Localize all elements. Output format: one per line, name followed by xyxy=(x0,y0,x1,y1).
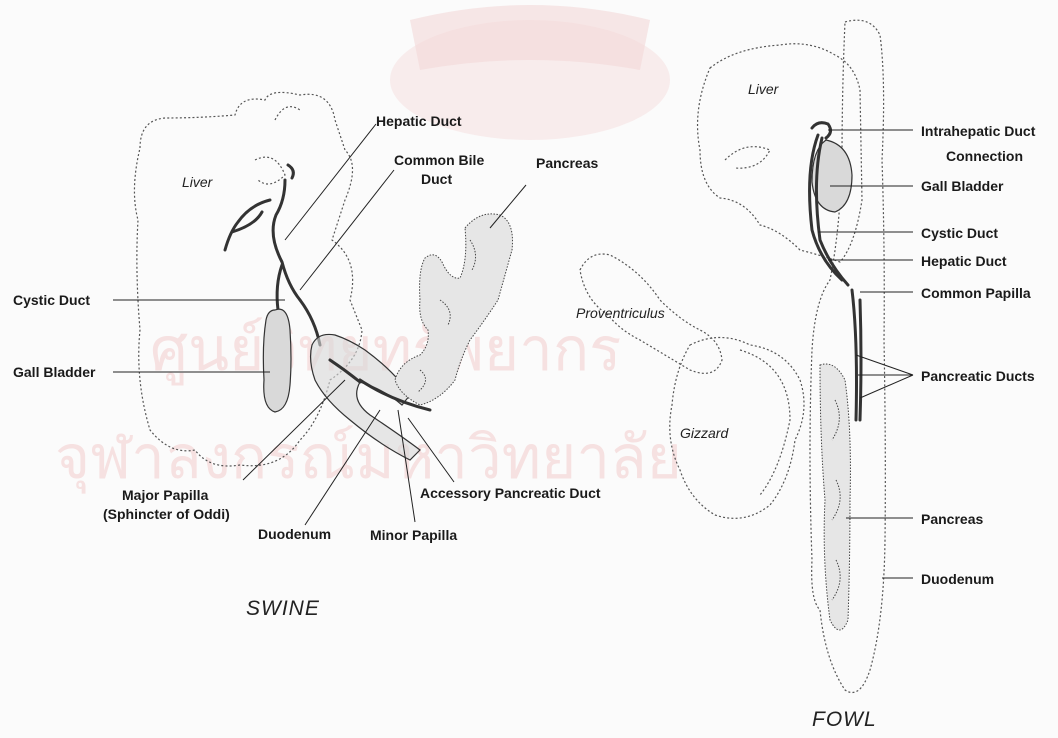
fowl-proventriculus-label: Proventriculus xyxy=(576,305,665,321)
swine-major-papilla-label-1: Major Papilla xyxy=(122,487,209,503)
swine-duodenum-label: Duodenum xyxy=(258,526,331,542)
fowl-gall-bladder-label: Gall Bladder xyxy=(921,178,1004,194)
fowl-common-papilla-label: Common Papilla xyxy=(921,285,1031,301)
swine-cystic-duct-label: Cystic Duct xyxy=(13,292,90,308)
swine-title: SWINE xyxy=(246,597,320,620)
swine-major-papilla-label-2: (Sphincter of Oddi) xyxy=(103,506,230,522)
fowl-duodenum-label: Duodenum xyxy=(921,571,994,587)
swine-hepatic-duct-label: Hepatic Duct xyxy=(376,113,462,129)
swine-minor-papilla-label: Minor Papilla xyxy=(370,527,457,543)
fowl-intrahepatic-label-1: Intrahepatic Duct xyxy=(921,123,1036,139)
fowl-title: FOWL xyxy=(812,708,877,731)
swine-gall-bladder-shape xyxy=(263,309,291,412)
swine-liver-label: Liver xyxy=(182,174,214,190)
fowl-anatomy: Liver Proventriculus Gizzard Intrahepati… xyxy=(576,20,1036,731)
fowl-hepatic-duct-label: Hepatic Duct xyxy=(921,253,1007,269)
swine-common-bile-duct-label-1: Common Bile xyxy=(394,152,484,168)
fowl-intrahepatic-label-2: Connection xyxy=(946,148,1023,164)
fowl-liver-label: Liver xyxy=(748,81,780,97)
swine-accessory-pancreatic-duct-label: Accessory Pancreatic Duct xyxy=(420,485,601,501)
swine-common-bile-duct-label-2: Duct xyxy=(421,171,452,187)
swine-liver-outline xyxy=(134,92,362,466)
fowl-gizzard-label: Gizzard xyxy=(680,425,729,441)
fowl-pancreatic-ducts-label: Pancreatic Ducts xyxy=(921,368,1035,384)
swine-gall-bladder-label: Gall Bladder xyxy=(13,364,96,380)
fowl-cystic-duct-label: Cystic Duct xyxy=(921,225,998,241)
fowl-pancreas-label: Pancreas xyxy=(921,511,983,527)
swine-pancreas-label: Pancreas xyxy=(536,155,598,171)
